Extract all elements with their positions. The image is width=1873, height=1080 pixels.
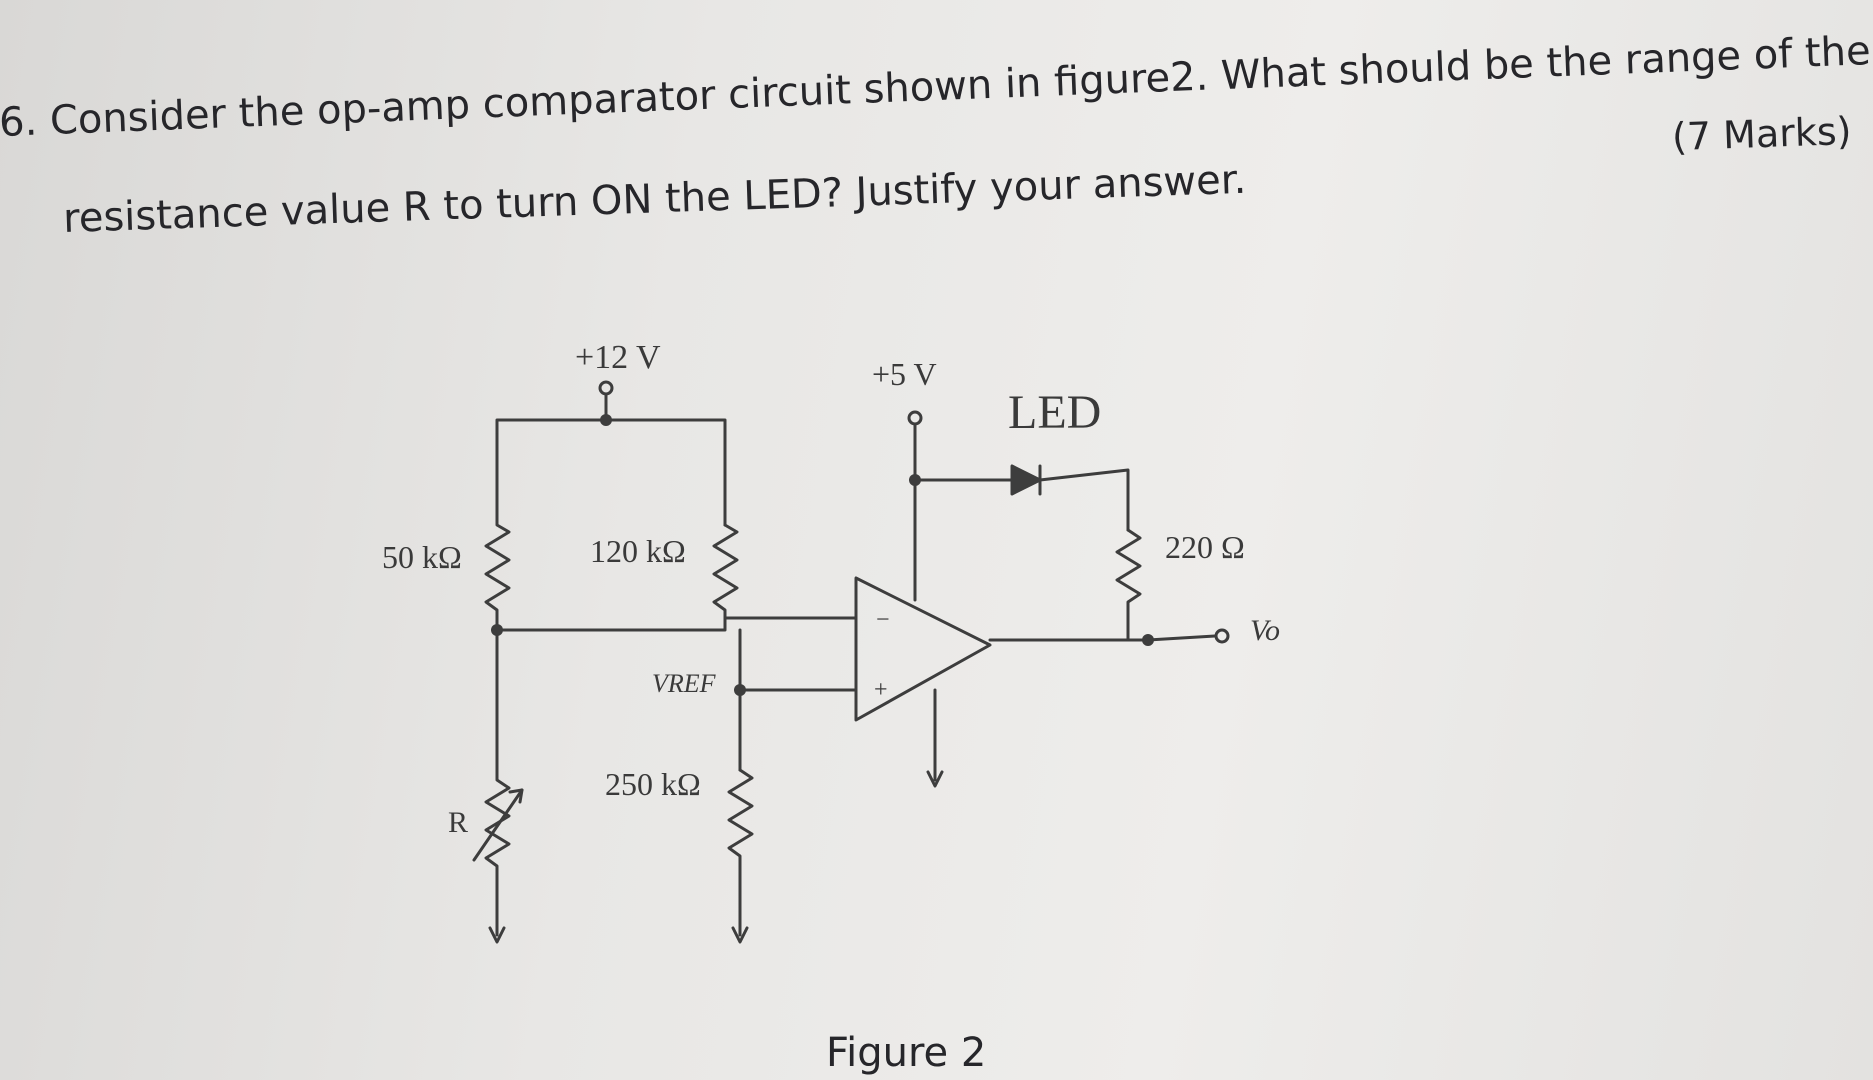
supply-5v-terminal (907, 410, 923, 426)
label-220: 220 Ω (1165, 529, 1245, 565)
label-12v: +12 V (575, 339, 661, 376)
led-symbol (1010, 464, 1042, 496)
resistor-220 (1115, 528, 1142, 642)
resistor-250k (727, 768, 754, 937)
label-r: R (448, 806, 468, 839)
label-opamp-plus: + (874, 677, 888, 703)
variable-arrow (472, 788, 524, 862)
resistor-120k (712, 523, 739, 620)
label-vo: Vo (1250, 614, 1280, 647)
inverting-input-wire (495, 616, 727, 632)
supply-12v-terminal (598, 380, 614, 396)
top-rail (495, 418, 727, 527)
figure-caption: Figure 2 (826, 1030, 987, 1076)
label-250k: 250 kΩ (605, 766, 701, 802)
ground-r (488, 926, 506, 944)
label-5v: +5 V (872, 356, 937, 392)
label-led: LED (1008, 386, 1101, 439)
label-opamp-minus: − (876, 607, 890, 633)
label-vref: VREF (652, 669, 717, 698)
vo-terminal (1214, 628, 1230, 644)
label-50k: 50 kΩ (382, 539, 462, 575)
label-120k: 120 kΩ (590, 533, 686, 569)
ground-250k (731, 926, 749, 944)
resistor-r-branch (484, 628, 511, 937)
resistor-50k (484, 433, 511, 632)
opamp-symbol (854, 576, 992, 722)
